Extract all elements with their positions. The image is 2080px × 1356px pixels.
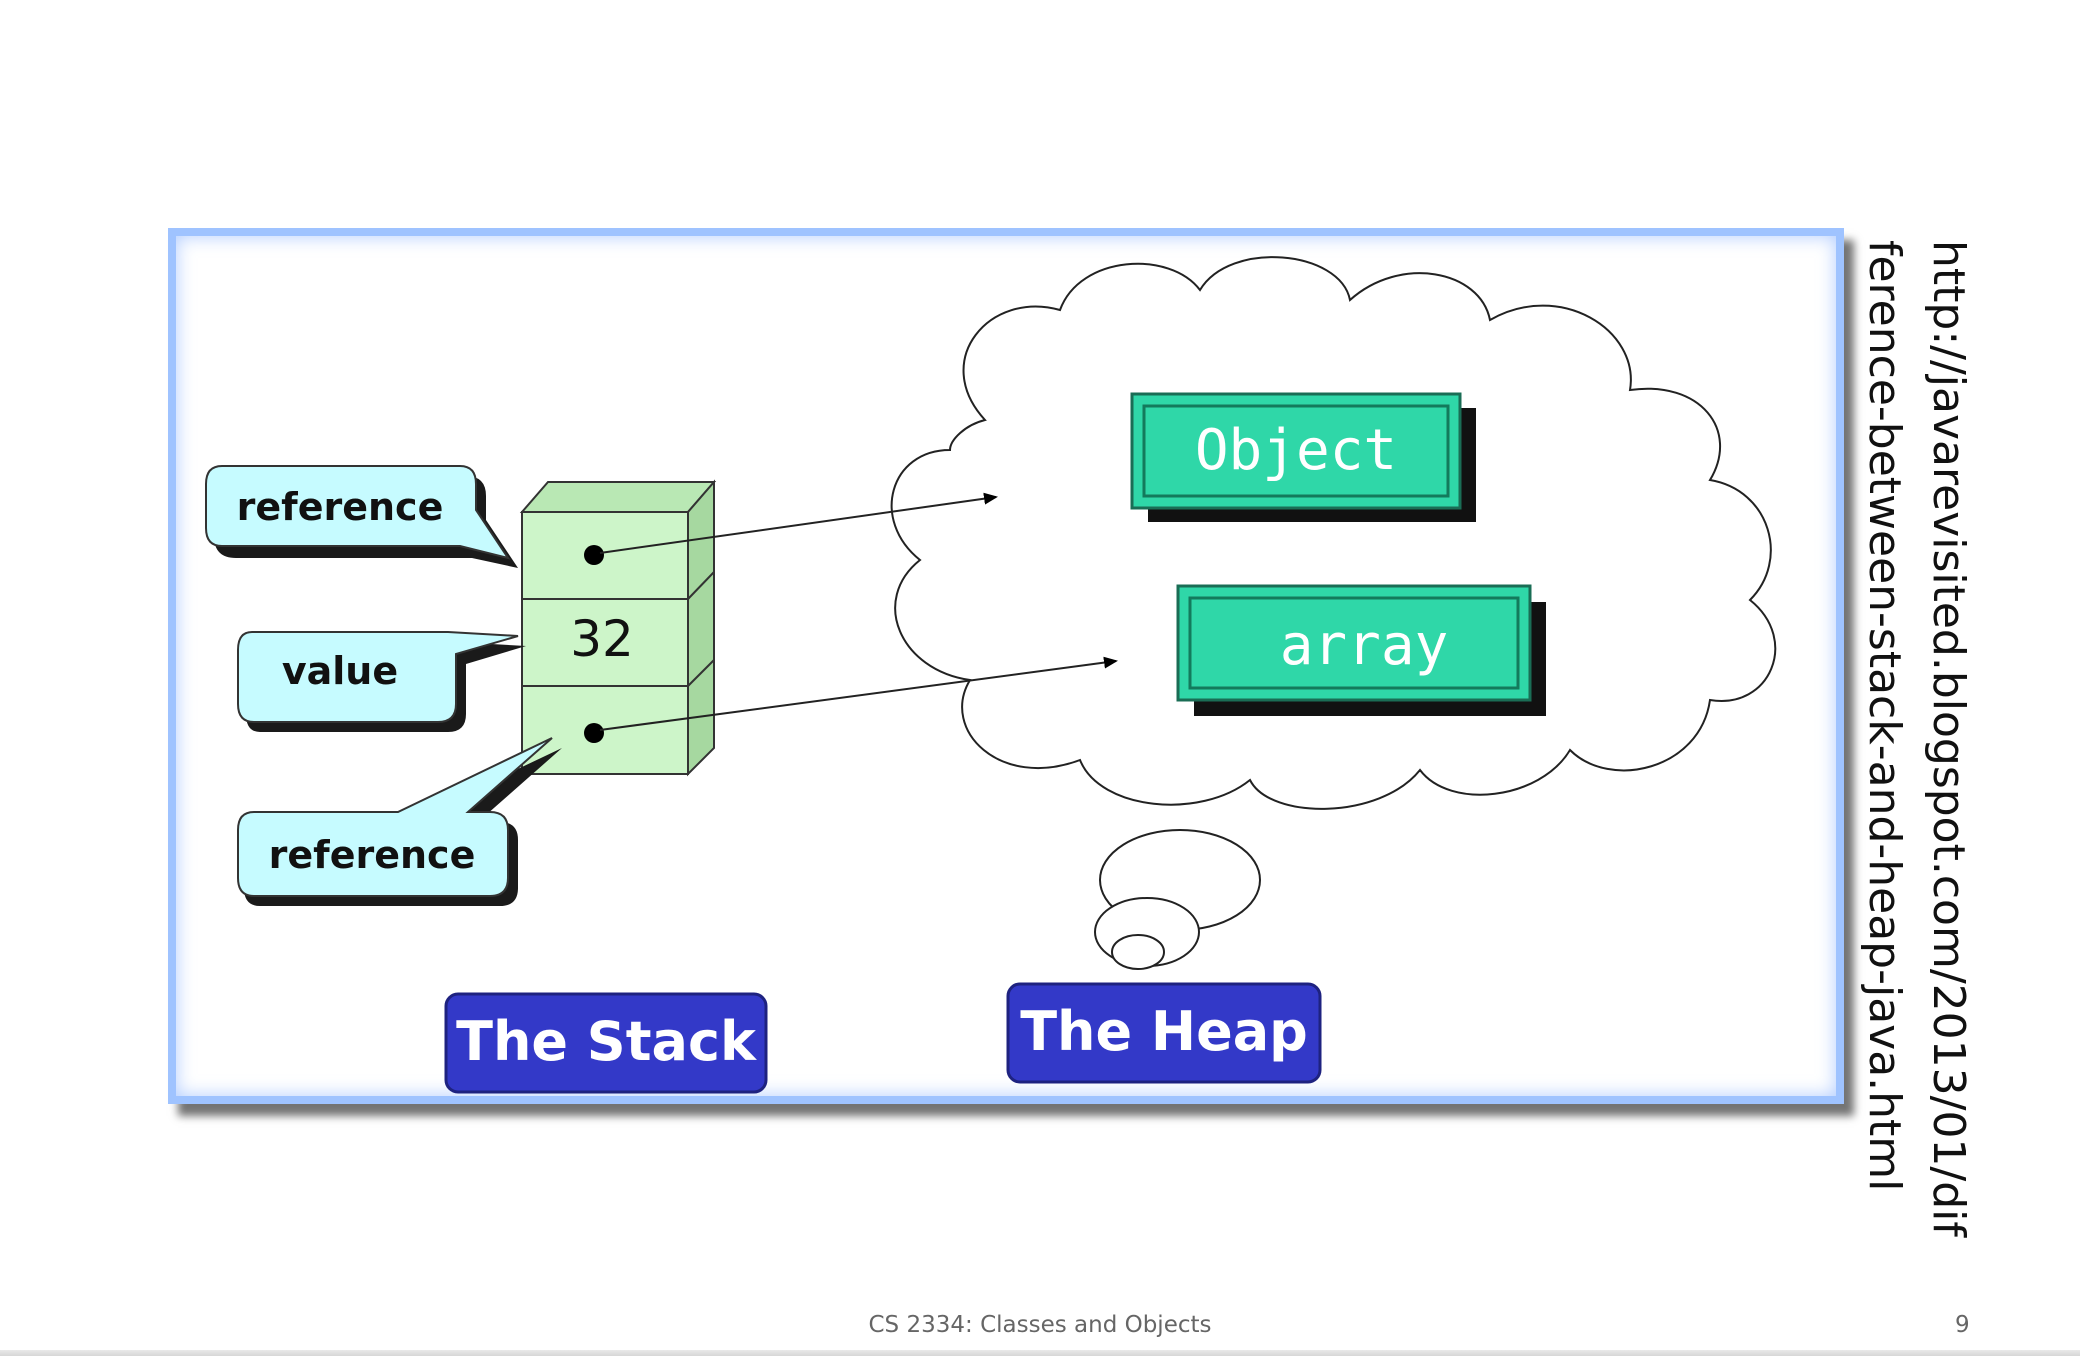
reference-dot-top — [584, 545, 604, 565]
heap-object-label: Object — [1195, 418, 1397, 483]
callout-value-label: value — [282, 649, 398, 693]
stack-column: 32 — [519, 479, 717, 777]
footer-course-title: CS 2334: Classes and Objects — [868, 1312, 1212, 1338]
heap-array-label: array — [1280, 613, 1449, 678]
reference-dot-bottom — [584, 723, 604, 743]
heap-array-box: array — [1176, 584, 1546, 716]
callout-reference-bottom: reference — [237, 737, 562, 906]
bottom-edge — [0, 1350, 2080, 1356]
heap-label-box: The Heap — [1006, 982, 1322, 1084]
arrow-to-array — [599, 656, 1118, 731]
heap-label: The Heap — [1020, 1000, 1308, 1063]
callout-reference-top-label: reference — [237, 485, 444, 529]
source-url-line1: http://javarevisited.blogspot.com/2013/0… — [1923, 240, 1974, 1237]
stack-value-text: 32 — [570, 610, 634, 668]
stack-label: The Stack — [456, 1010, 757, 1073]
heap-cloud — [890, 256, 1777, 970]
callout-reference-top: reference — [205, 465, 518, 568]
stack-cell-reference-top — [521, 511, 689, 600]
arrow-to-object — [599, 492, 998, 554]
stack-label-box: The Stack — [444, 992, 768, 1094]
callout-value: value — [237, 631, 526, 732]
source-url: http://javarevisited.blogspot.com/2013/0… — [1852, 240, 1980, 1237]
callout-reference-bottom-label: reference — [269, 833, 476, 877]
heap-object-box: Object — [1130, 392, 1476, 522]
page-number: 9 — [1955, 1312, 1970, 1338]
source-url-line2: ference-between-stack-and-heap-java.html — [1859, 240, 1910, 1192]
stack-cell-value — [521, 598, 689, 687]
